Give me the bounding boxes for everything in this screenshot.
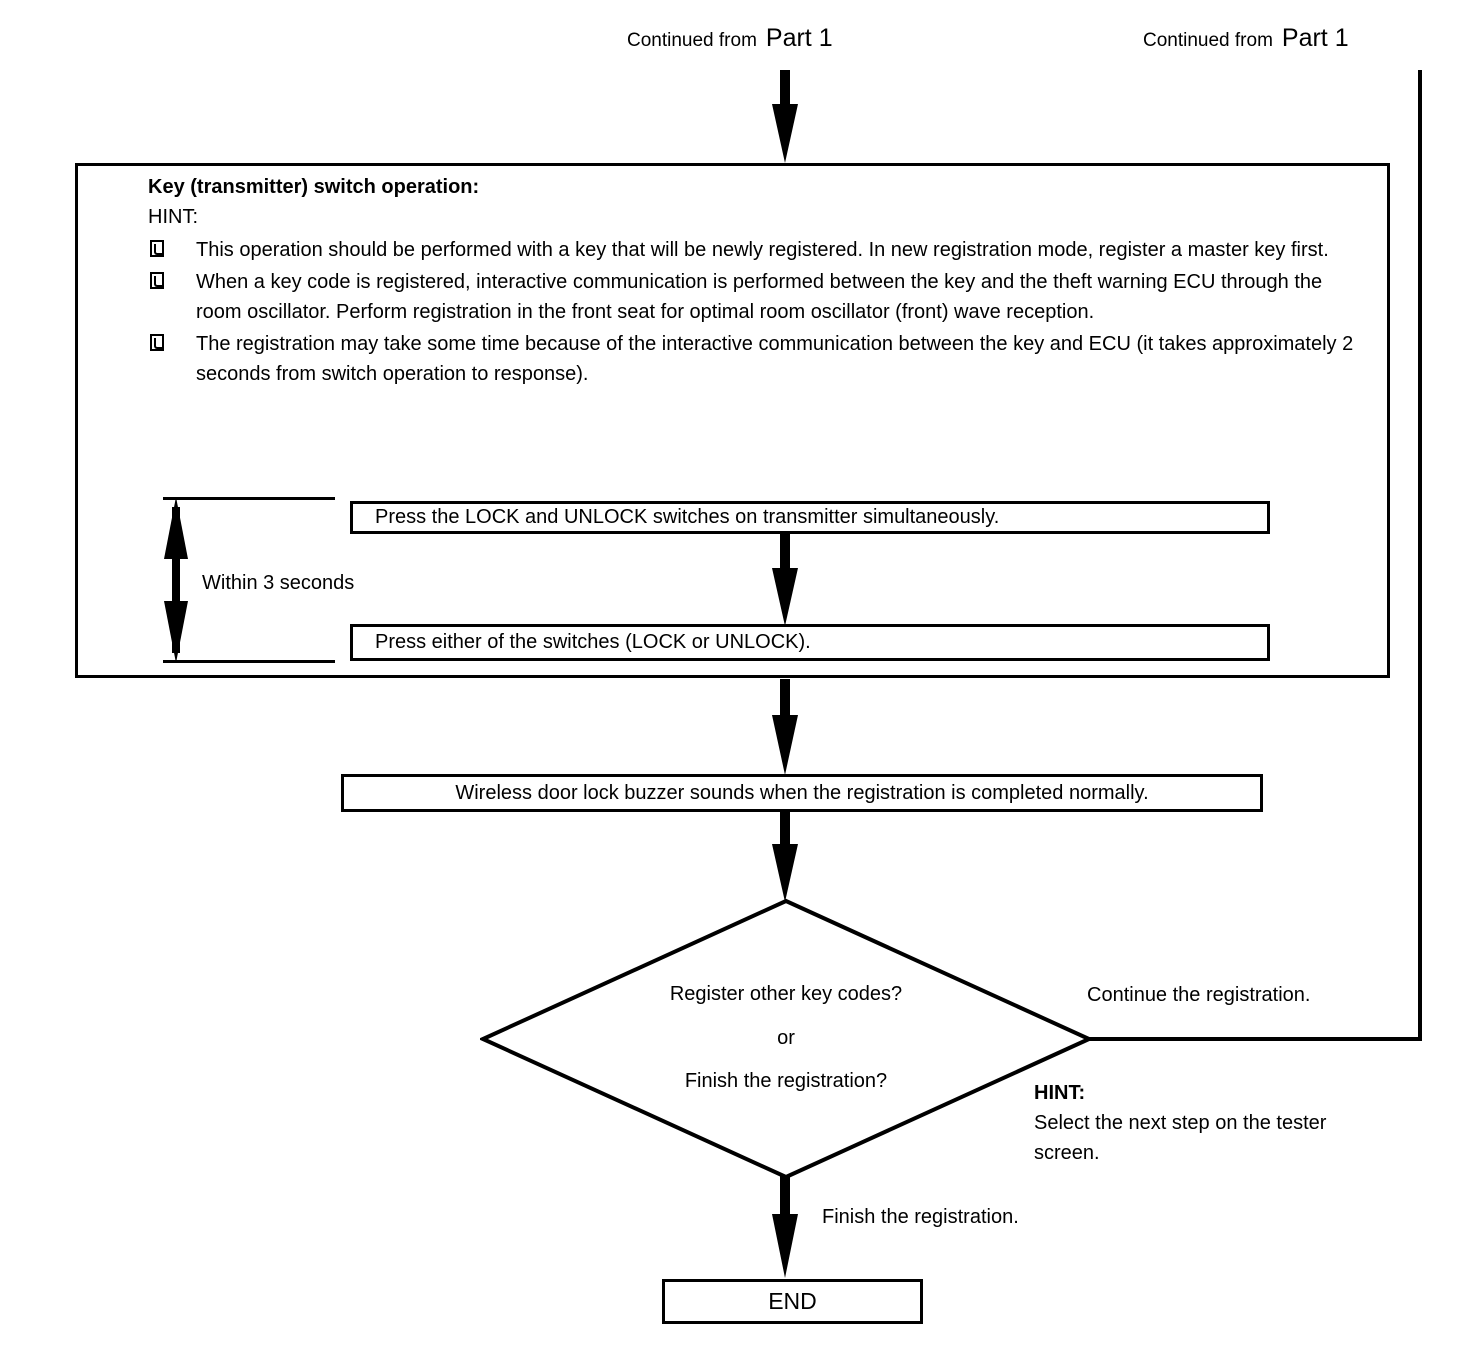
continued-from-part1-right: Continued from Part 1 <box>1143 26 1349 51</box>
branch-label-finish: Finish the registration. <box>822 1206 1019 1228</box>
step-press-either-switch-text: Press either of the switches (LOCK or UN… <box>375 631 811 653</box>
connector-continue-vertical <box>1418 70 1422 1041</box>
list-item: This operation should be performed with … <box>150 235 1365 265</box>
buzzer-sounds-text: Wireless door lock buzzer sounds when th… <box>455 781 1149 804</box>
decision-line-2: or <box>777 1027 795 1049</box>
arrow-buzzer-to-decision <box>772 812 798 902</box>
branch-label-continue: Continue the registration. <box>1087 984 1311 1006</box>
arrow-decision-to-end <box>772 1176 798 1278</box>
continued-from-prefix-right: Continued from <box>1143 30 1273 51</box>
bullet-text: When a key code is registered, interacti… <box>196 271 1323 323</box>
bullet-box-icon <box>150 240 164 257</box>
step-press-lock-unlock-text: Press the LOCK and UNLOCK switches on tr… <box>375 506 1000 528</box>
connector-continue-horizontal <box>1088 1037 1422 1041</box>
key-switch-operation-block <box>75 163 1390 678</box>
arrow-block-to-buzzer <box>772 679 798 775</box>
decision-hint-line-2: screen. <box>1034 1142 1100 1164</box>
block-title: Key (transmitter) switch operation: <box>148 176 480 198</box>
hint-label: HINT: <box>148 206 198 228</box>
list-item: When a key code is registered, interacti… <box>150 267 1365 327</box>
end-node: END <box>662 1279 923 1324</box>
decision-diamond: Register other key codes? or Finish the … <box>478 898 1094 1180</box>
bracket-tick-top <box>163 497 335 500</box>
continued-from-part1-left: Continued from Part 1 <box>627 26 833 51</box>
bullet-text: This operation should be performed with … <box>196 239 1329 261</box>
continued-from-reference-left: Part 1 <box>765 24 833 52</box>
buzzer-sounds-box: Wireless door lock buzzer sounds when th… <box>341 774 1263 812</box>
decision-line-3: Finish the registration? <box>684 1070 888 1092</box>
bullet-text: The registration may take some time beca… <box>196 333 1354 385</box>
end-node-label: END <box>768 1288 817 1314</box>
list-item: The registration may take some time beca… <box>150 329 1365 389</box>
step-press-lock-unlock-box: Press the LOCK and UNLOCK switches on tr… <box>350 501 1270 534</box>
bracket-tick-bottom <box>163 660 335 663</box>
continued-from-prefix-left: Continued from <box>627 30 757 51</box>
step-press-either-switch-box: Press either of the switches (LOCK or UN… <box>350 624 1270 661</box>
decision-hint-block: HINT: Select the next step on the tester… <box>1034 1078 1326 1168</box>
arrow-into-main-block <box>772 70 798 163</box>
bullet-box-icon <box>150 334 164 351</box>
arrow-step1-to-step2 <box>772 534 798 626</box>
within-3-seconds-double-arrow <box>164 497 188 663</box>
bullet-box-icon <box>150 272 164 289</box>
within-3-seconds-label: Within 3 seconds <box>202 572 355 594</box>
hint-bullet-list: This operation should be performed with … <box>150 235 1365 391</box>
decision-line-1: Register other key codes? <box>669 983 903 1005</box>
decision-hint-title: HINT: <box>1034 1082 1086 1104</box>
continued-from-reference-right: Part 1 <box>1281 24 1349 52</box>
decision-hint-line-1: Select the next step on the tester <box>1034 1112 1327 1134</box>
